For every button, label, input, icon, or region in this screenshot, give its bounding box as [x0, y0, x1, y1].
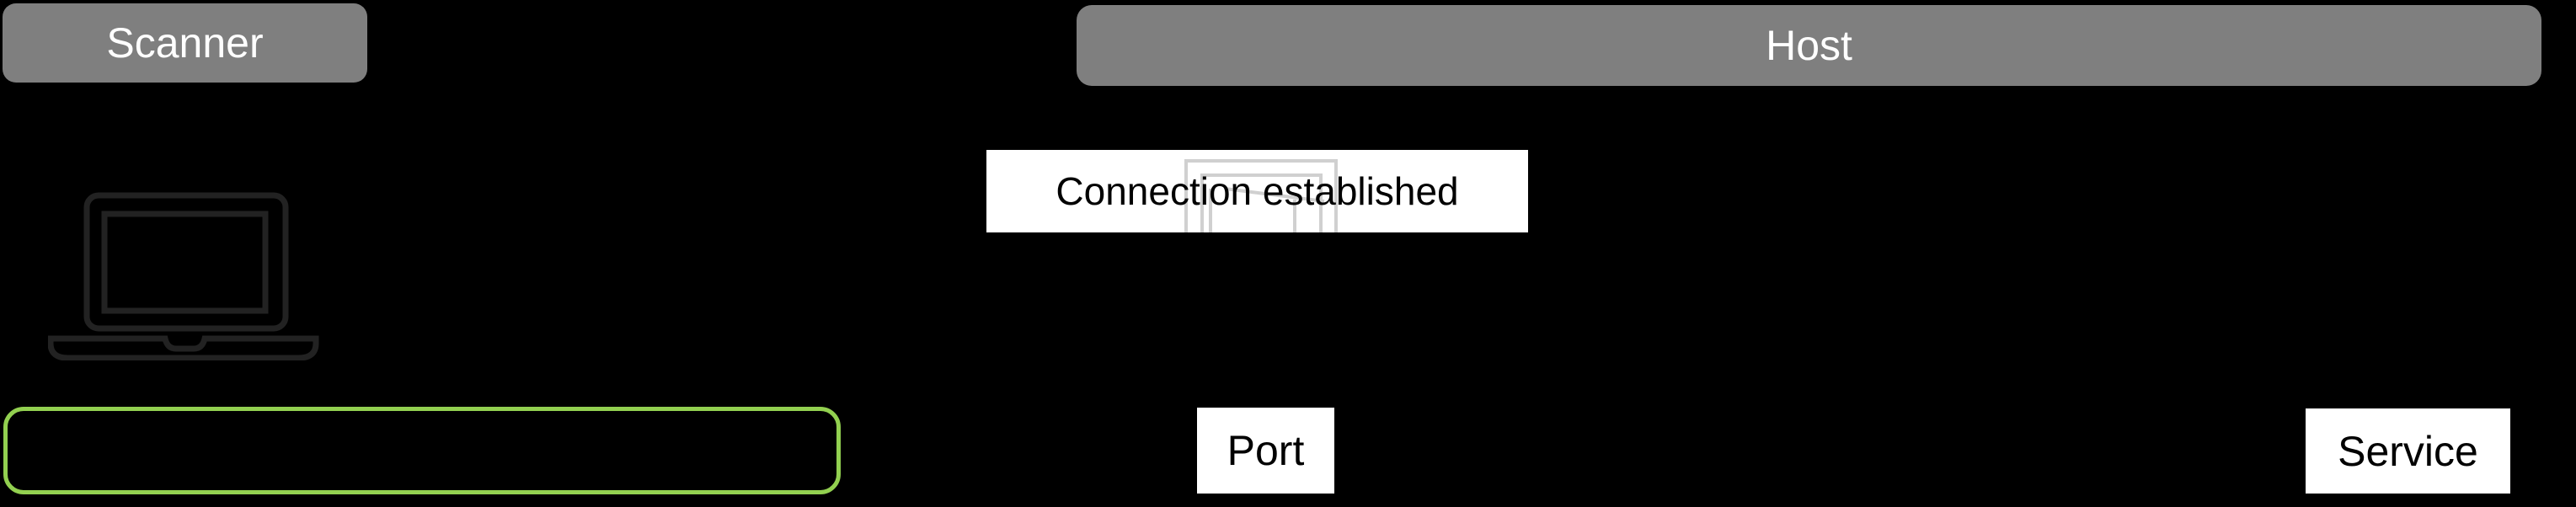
connection-established-label: Connection established	[986, 150, 1528, 232]
scan-highlight-box	[3, 407, 841, 494]
port-label: Port	[1197, 408, 1334, 494]
service-label: Service	[2306, 408, 2510, 494]
port-label-text: Port	[1227, 427, 1305, 474]
scanner-header: Scanner	[3, 3, 367, 83]
desk-icon	[1184, 159, 1338, 232]
scanner-header-label: Scanner	[106, 19, 264, 67]
host-header-label: Host	[1766, 22, 1852, 69]
host-header: Host	[1077, 5, 2541, 86]
connection-established-text: Connection established	[1056, 169, 1459, 213]
service-label-text: Service	[2338, 427, 2478, 475]
laptop-icon	[48, 192, 319, 360]
